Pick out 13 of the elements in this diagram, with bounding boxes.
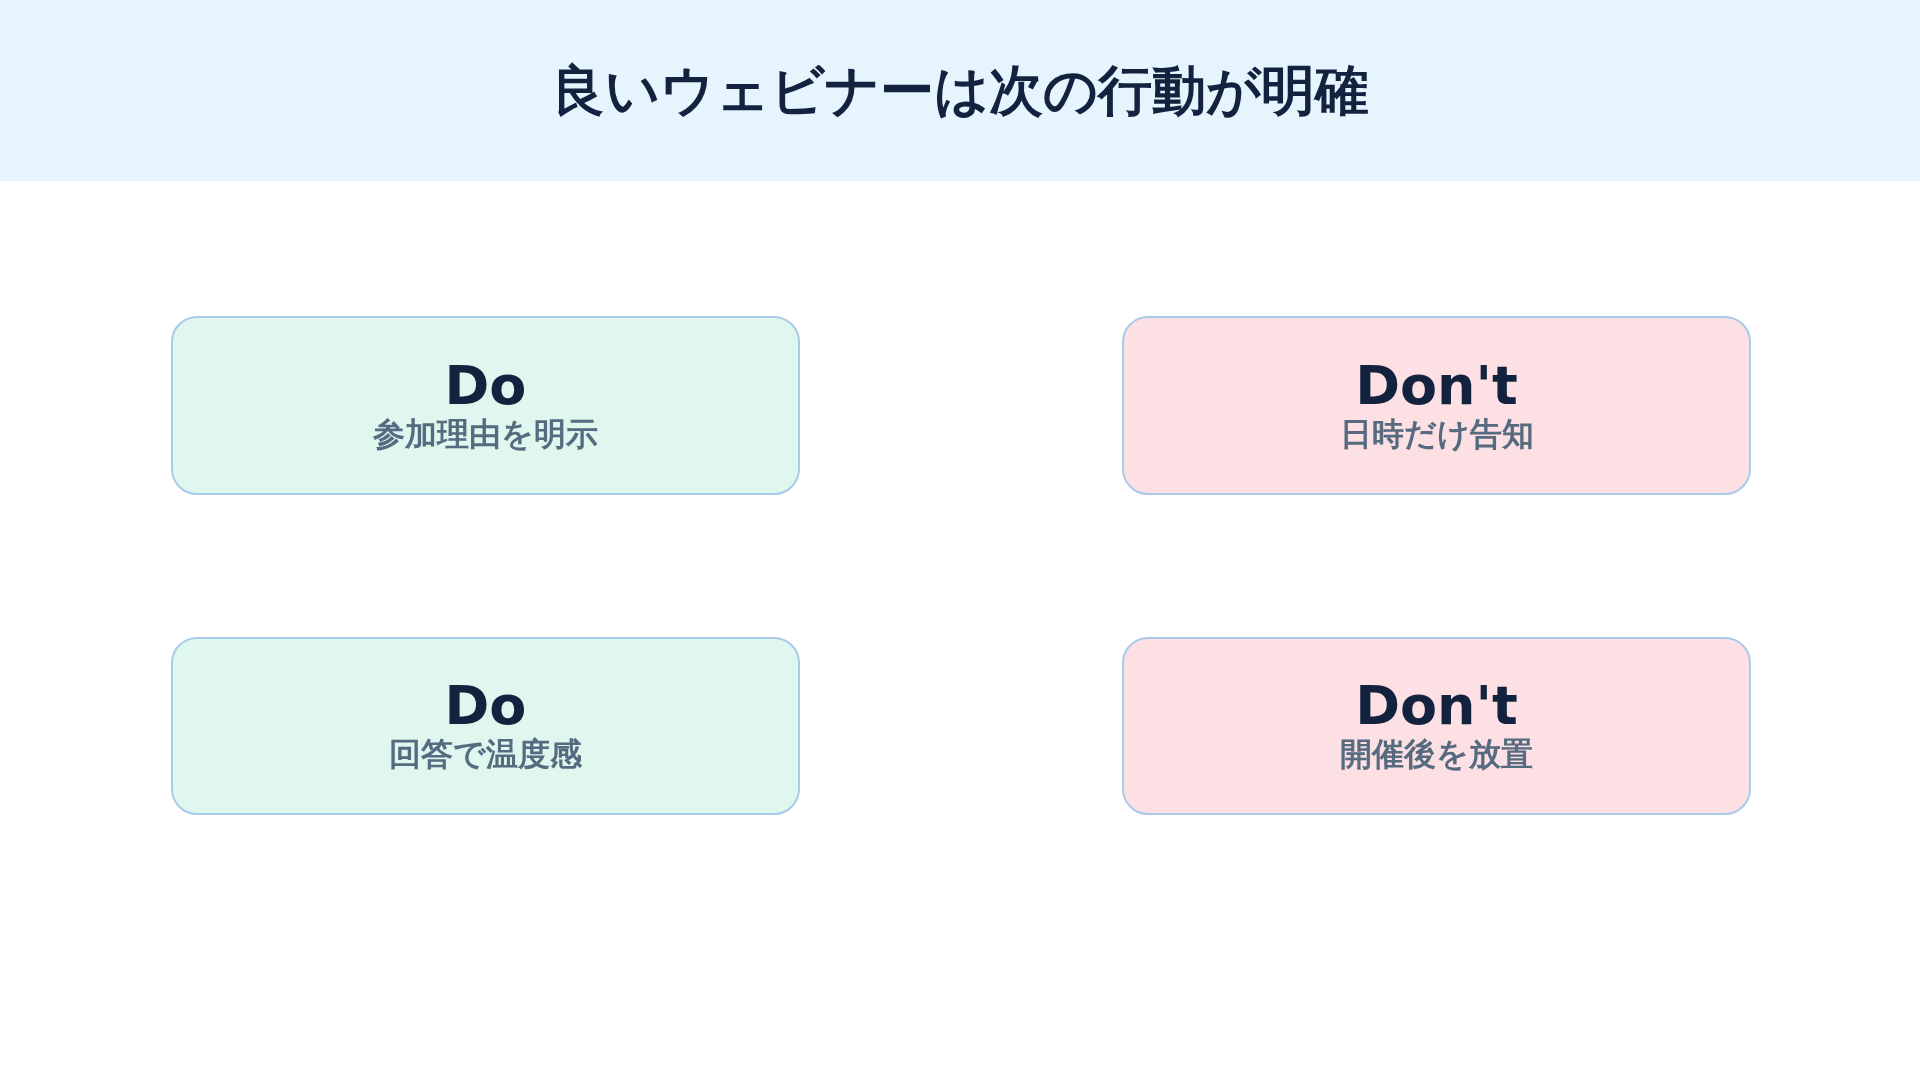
card [1122, 316, 1751, 495]
card [171, 316, 800, 495]
card [171, 637, 800, 815]
card [1122, 637, 1751, 815]
card-text: 日時だけ告知 [1339, 414, 1534, 454]
card-heading: Do [444, 357, 527, 415]
card-text: 参加理由を明示 [373, 414, 598, 454]
card-heading: Do [444, 678, 527, 736]
card-heading: Don't [1355, 678, 1518, 736]
card-text: 開催後を放置 [1340, 735, 1533, 774]
title: 良いウェビナーは次の行動が明確 [551, 58, 1369, 123]
card-heading: Don't [1355, 357, 1518, 415]
card-text: 回答で温度感 [389, 735, 582, 774]
